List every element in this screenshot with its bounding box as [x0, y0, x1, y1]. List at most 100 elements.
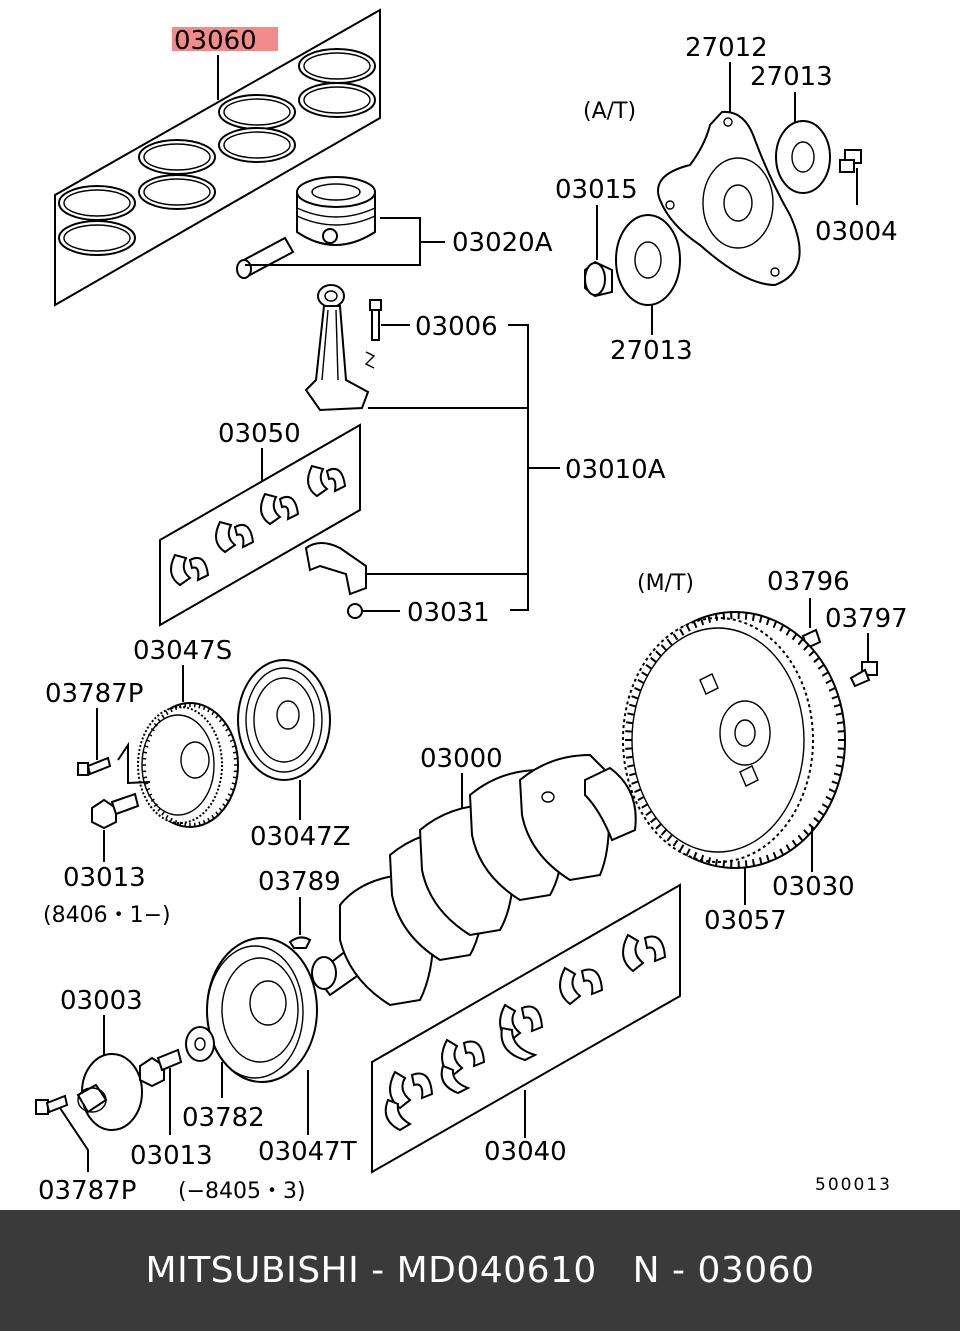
- pulley-groove: [222, 803, 227, 808]
- label-03789[interactable]: 03789: [258, 867, 341, 897]
- bolt-03013-bottom: [139, 1048, 183, 1088]
- rod-nut: [347, 603, 363, 619]
- pulley-groove: [169, 708, 173, 713]
- label-03047T[interactable]: 03047T: [258, 1137, 357, 1167]
- pulley-groove: [225, 798, 230, 803]
- label-03787P-top[interactable]: 03787P: [45, 679, 143, 709]
- crankshaft: [311, 753, 637, 1007]
- label-03030[interactable]: 03030: [772, 872, 855, 902]
- gear-tooth: [791, 633, 798, 641]
- pulley-groove: [227, 733, 232, 737]
- gear-tooth: [825, 795, 833, 801]
- pulley-groove: [179, 821, 182, 826]
- label-03060[interactable]: 03060: [174, 26, 257, 56]
- pulley-groove: [144, 745, 149, 748]
- gear-tooth: [660, 644, 667, 651]
- gear-tooth: [707, 615, 712, 623]
- gear-tooth: [836, 755, 845, 759]
- label-03010A[interactable]: 03010A: [565, 455, 666, 485]
- label-03796[interactable]: 03796: [767, 567, 850, 597]
- pulley-groove: [153, 803, 158, 808]
- pulley-groove: [165, 710, 169, 716]
- gear-tooth: [758, 857, 763, 865]
- label-03004[interactable]: 03004: [815, 217, 898, 247]
- label-03031[interactable]: 03031: [407, 598, 490, 628]
- gear-tooth: [835, 764, 843, 768]
- pulley-groove: [153, 722, 158, 727]
- pulley-groove: [169, 817, 173, 822]
- crank-pulley-lower: [206, 937, 318, 1083]
- pulley-groove: [161, 811, 165, 816]
- gear-tooth: [772, 851, 778, 860]
- label-03787P-bottom[interactable]: 03787P: [38, 1176, 136, 1206]
- label-03057[interactable]: 03057: [704, 906, 787, 936]
- label-03050[interactable]: 03050: [218, 419, 301, 449]
- label-03006[interactable]: 03006: [415, 312, 498, 342]
- label-03047Z[interactable]: 03047Z: [250, 822, 351, 852]
- gear-tooth: [685, 624, 691, 632]
- gear-tooth: [772, 620, 778, 629]
- gear-tooth: [634, 788, 642, 794]
- gear-tooth: [821, 671, 829, 677]
- pulley-groove: [142, 751, 148, 754]
- pulley-groove: [174, 819, 178, 825]
- pulley-groove: [150, 798, 155, 803]
- gear-tooth: [722, 860, 726, 868]
- pulley-groove: [207, 817, 211, 822]
- gear-tooth: [797, 638, 804, 646]
- spacer-03015: [584, 260, 613, 298]
- gear-tooth: [825, 679, 833, 685]
- label-03013-bottom[interactable]: 03013: [130, 1141, 213, 1171]
- pulley-groove: [215, 811, 219, 816]
- gear-tooth: [765, 854, 770, 863]
- washer-03782: [185, 1026, 215, 1062]
- flywheel-ring-gear-teeth: [625, 612, 845, 868]
- gear-tooth: [779, 624, 785, 632]
- gear-tooth: [837, 747, 845, 750]
- gear-tooth: [821, 803, 829, 809]
- label-27012[interactable]: 27012: [685, 33, 768, 63]
- gear-tooth: [627, 764, 635, 768]
- gear-tooth: [817, 810, 825, 817]
- label-27013-top[interactable]: 27013: [750, 62, 833, 92]
- gear-tooth: [817, 663, 825, 670]
- pulley-groove: [215, 714, 219, 719]
- label-03003[interactable]: 03003: [60, 986, 143, 1016]
- pulley-groove: [232, 751, 238, 754]
- pulley-groove: [145, 739, 151, 743]
- gear-tooth: [679, 628, 685, 636]
- gear-tooth: [813, 656, 820, 663]
- pulley-groove: [211, 710, 215, 716]
- main-bearing-panel: [371, 883, 681, 1174]
- gear-tooth: [797, 834, 804, 842]
- gear-tooth: [660, 829, 667, 836]
- pulley-groove: [142, 776, 148, 779]
- label-03040[interactable]: 03040: [484, 1137, 567, 1167]
- gear-tooth: [836, 721, 845, 725]
- label-03797[interactable]: 03797: [825, 604, 908, 634]
- label-27013-bottom[interactable]: 27013: [610, 336, 693, 366]
- pulley-groove: [148, 733, 153, 737]
- pulley-groove: [157, 807, 162, 812]
- label-03020A[interactable]: 03020A: [452, 228, 553, 258]
- piston-rings: [58, 48, 376, 256]
- drive-plate-adapter-bottom: [615, 214, 681, 306]
- gear-tooth: [692, 851, 698, 860]
- gear-tooth: [629, 772, 637, 777]
- label-03782[interactable]: 03782: [182, 1103, 265, 1133]
- gear-tooth: [714, 859, 719, 867]
- label-03013-top[interactable]: 03013: [63, 863, 146, 893]
- gear-tooth: [765, 617, 770, 626]
- crank-hub-03003: [76, 1053, 143, 1131]
- rod-cap: [304, 542, 367, 596]
- gear-tooth: [779, 848, 785, 856]
- gear-tooth: [744, 612, 748, 620]
- pulley-groove: [225, 727, 230, 732]
- label-03000[interactable]: 03000: [420, 744, 503, 774]
- label-03047S[interactable]: 03047S: [133, 636, 232, 666]
- bolt-03797: [849, 661, 878, 688]
- pulley-groove: [179, 704, 182, 709]
- label-03015[interactable]: 03015: [555, 175, 638, 205]
- bolt-03004: [839, 149, 862, 173]
- piston: [296, 176, 376, 246]
